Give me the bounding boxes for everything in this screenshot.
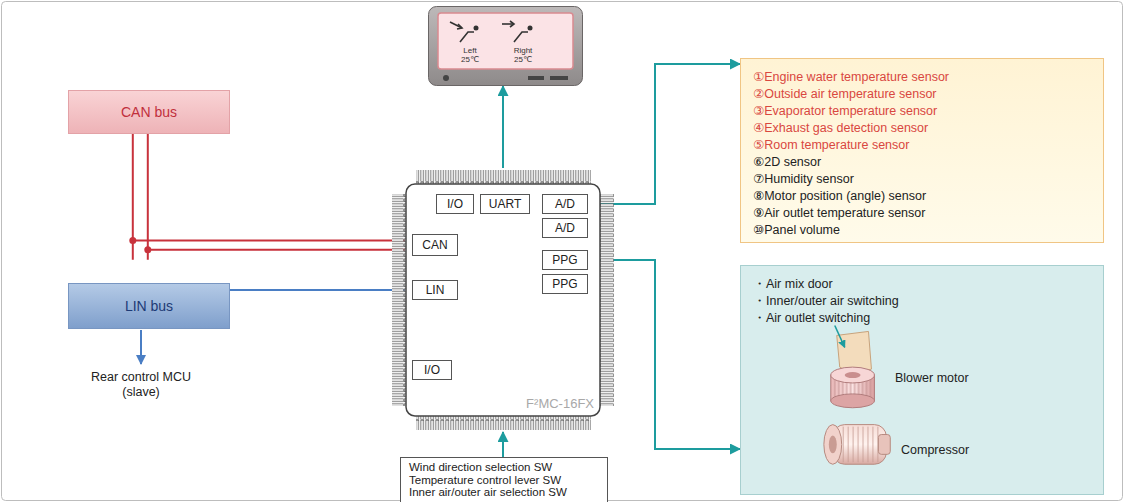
sensor-list-box: ①Engine water temperature sensor②Outside… bbox=[740, 58, 1104, 243]
node-text: ④Exhaust gas detection sensor bbox=[753, 120, 1091, 137]
peripheral-block: CAN bbox=[412, 234, 458, 256]
lin-arrow bbox=[140, 330, 142, 364]
peripheral-block: I/O bbox=[436, 194, 474, 214]
node-text: A/D bbox=[555, 221, 575, 235]
bus-box: CAN bus bbox=[68, 90, 230, 134]
switch-box: Wind direction selection SWTemperature c… bbox=[400, 457, 608, 502]
node-text: UART bbox=[489, 197, 521, 211]
node-text: ②Outside air temperature sensor bbox=[753, 86, 1091, 103]
node-text: Blower motor bbox=[895, 370, 969, 387]
node-text: ⑩Panel volume bbox=[753, 222, 1091, 239]
actuator-box: ・Air mix door・Inner/outer air switching・… bbox=[740, 265, 1104, 495]
node-text: LIN bus bbox=[125, 298, 173, 314]
node-text: Inner air/outer air selection SW bbox=[409, 486, 599, 499]
connector bbox=[133, 134, 412, 260]
connector bbox=[502, 86, 504, 168]
mcu-chip: F²MC-16FX I/O UART A/D A/D CAN PPG LIN PPG I/O bbox=[390, 168, 616, 432]
peripheral-block: PPG bbox=[542, 250, 588, 270]
node-text: ⑨Air outlet temperature sensor bbox=[753, 205, 1091, 222]
peripheral-block: A/D bbox=[542, 218, 588, 238]
node-text: Compressor bbox=[901, 442, 969, 459]
node-text: LIN bbox=[426, 283, 445, 297]
climate-display: Left 25℃ Right 25℃ bbox=[428, 6, 583, 86]
wire-junction bbox=[144, 246, 151, 253]
node-text: PPG bbox=[552, 253, 577, 267]
node-text: CAN bbox=[422, 238, 447, 252]
node-text: ・Inner/outer air switching bbox=[753, 293, 1091, 310]
node-text: ⑦Humidity sensor bbox=[753, 171, 1091, 188]
connector bbox=[588, 64, 740, 204]
node-text: Right 25℃ bbox=[508, 46, 538, 64]
node-text: ⑧Motor position (angle) sensor bbox=[753, 188, 1091, 205]
node-text: ・Air outlet switching bbox=[753, 310, 1091, 327]
node-text: ⑥2D sensor bbox=[753, 154, 1091, 171]
node-text: I/O bbox=[447, 197, 463, 211]
bus-box: LIN bus bbox=[68, 283, 230, 329]
display-panel-art bbox=[428, 6, 583, 86]
node-text: Temperature control lever SW bbox=[409, 474, 599, 487]
peripheral-block: UART bbox=[480, 194, 530, 214]
node-text: CAN bus bbox=[121, 104, 177, 120]
peripheral-block: A/D bbox=[542, 194, 588, 214]
node-text: ③Evaporator temperature sensor bbox=[753, 103, 1091, 120]
connector bbox=[502, 432, 504, 457]
peripheral-block: PPG bbox=[542, 274, 588, 294]
node-text: ⑤Room temperature sensor bbox=[753, 137, 1091, 154]
node-text: PPG bbox=[552, 277, 577, 291]
node-text: Wind direction selection SW bbox=[409, 461, 599, 474]
wire-junction bbox=[129, 237, 136, 244]
peripheral-block: LIN bbox=[412, 280, 458, 300]
caption-label: Rear control MCU (slave) bbox=[71, 370, 211, 400]
node-text: ・Air mix door bbox=[753, 276, 1091, 293]
node-text: I/O bbox=[424, 363, 440, 377]
peripheral-block: I/O bbox=[412, 360, 452, 380]
node-text: A/D bbox=[555, 197, 575, 211]
node-text: ①Engine water temperature sensor bbox=[753, 69, 1091, 86]
node-text: Left 25℃ bbox=[456, 46, 484, 64]
node-text: F²MC-16FX bbox=[490, 396, 594, 411]
